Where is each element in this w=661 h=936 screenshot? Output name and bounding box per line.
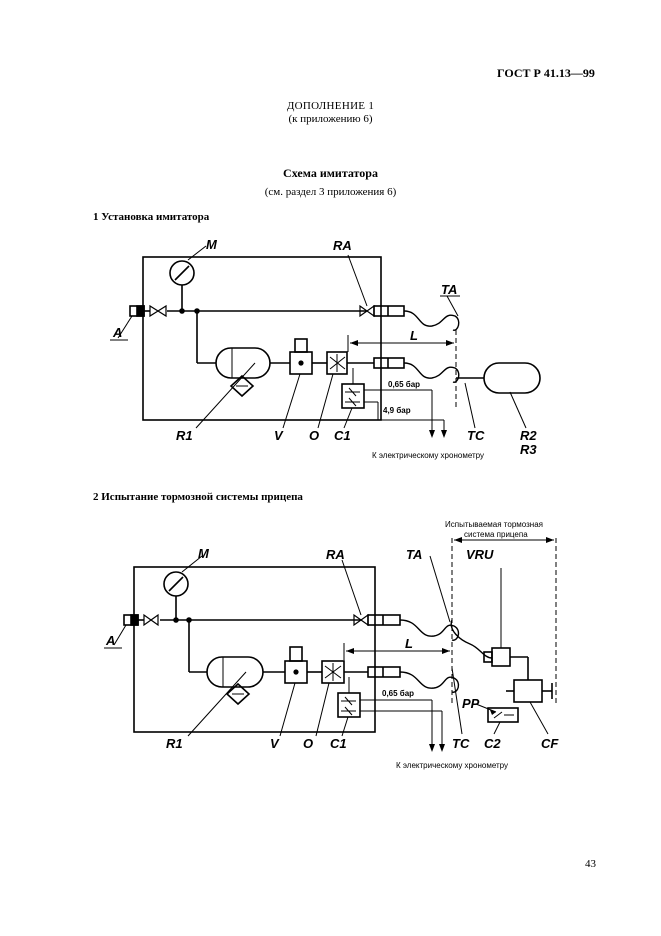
- relay-valve-vru: [491, 647, 511, 667]
- section-1-heading: 1 Установка имитатора: [93, 211, 210, 223]
- label-vru: VRU: [466, 547, 494, 562]
- pressure-switch-c1-2: [337, 692, 361, 718]
- label-ra-2: RA: [326, 547, 345, 562]
- tested-system-line-1: Испытываемая тормозная: [445, 520, 543, 529]
- label-c1: C1: [334, 428, 351, 443]
- section-2-heading: 2 Испытание тормозной системы прицепа: [93, 491, 303, 503]
- label-tc: TC: [467, 428, 485, 443]
- label-pp: PP: [462, 696, 480, 711]
- hose-ta: [403, 310, 460, 331]
- label-v-2: V: [270, 736, 280, 751]
- drain-valve-2: [225, 682, 251, 706]
- addendum-subtitle: (к приложению 6): [288, 113, 373, 125]
- label-tc-2: TC: [452, 736, 470, 751]
- label-ra: RA: [333, 238, 352, 253]
- drain-valve: [229, 374, 255, 398]
- label-r1: R1: [176, 428, 193, 443]
- label-ta: TA: [441, 282, 457, 297]
- label-r1-2: R1: [166, 736, 183, 751]
- label-l: L: [410, 328, 418, 343]
- label-a-2: A: [105, 633, 115, 648]
- label-r3: R3: [520, 442, 537, 457]
- tested-system-line-2: система прицепа: [464, 530, 528, 539]
- addendum-title: ДОПОЛНЕНИЕ 1: [286, 100, 375, 112]
- pressure-065-2: 0,65 бар: [382, 689, 414, 698]
- label-v: V: [274, 428, 284, 443]
- label-m-2: M: [198, 546, 210, 561]
- label-c2: C2: [484, 736, 501, 751]
- scheme-subtitle: (см. раздел 3 приложения 6): [264, 186, 397, 198]
- tc-coupling-2: [367, 666, 401, 678]
- label-o-2: O: [303, 736, 313, 751]
- pressure-49: 4,9 бар: [383, 406, 411, 415]
- chronometer-caption-1: К электрическому хронометру: [372, 451, 484, 460]
- chronometer-caption-2: К электрическому хронометру: [396, 761, 508, 770]
- standard-number: ГОСТ Р 41.13—99: [497, 66, 595, 80]
- reservoir-r1-2: [206, 656, 264, 688]
- label-ta-2: TA: [406, 547, 422, 562]
- label-r2: R2: [520, 428, 537, 443]
- scheme-title: Схема имитатора: [283, 166, 378, 180]
- label-o: O: [309, 428, 319, 443]
- label-a: A: [112, 325, 122, 340]
- pressure-065: 0,65 бар: [388, 380, 420, 389]
- hose-ta-2: [399, 619, 460, 641]
- reservoir-r2-r3: [483, 362, 541, 394]
- page-number: 43: [585, 858, 596, 870]
- ra-coupling-2: [367, 614, 401, 626]
- label-cf: CF: [541, 736, 559, 751]
- label-c1-2: C1: [330, 736, 347, 751]
- hose-tc-2: [399, 671, 460, 693]
- simulator-cabinet-2: [133, 566, 376, 733]
- pressure-switch-c2: [487, 707, 519, 723]
- brake-chamber-cf: [513, 679, 543, 703]
- label-l-2: L: [405, 636, 413, 651]
- label-m: M: [206, 237, 218, 252]
- simulator-cabinet: [142, 256, 382, 421]
